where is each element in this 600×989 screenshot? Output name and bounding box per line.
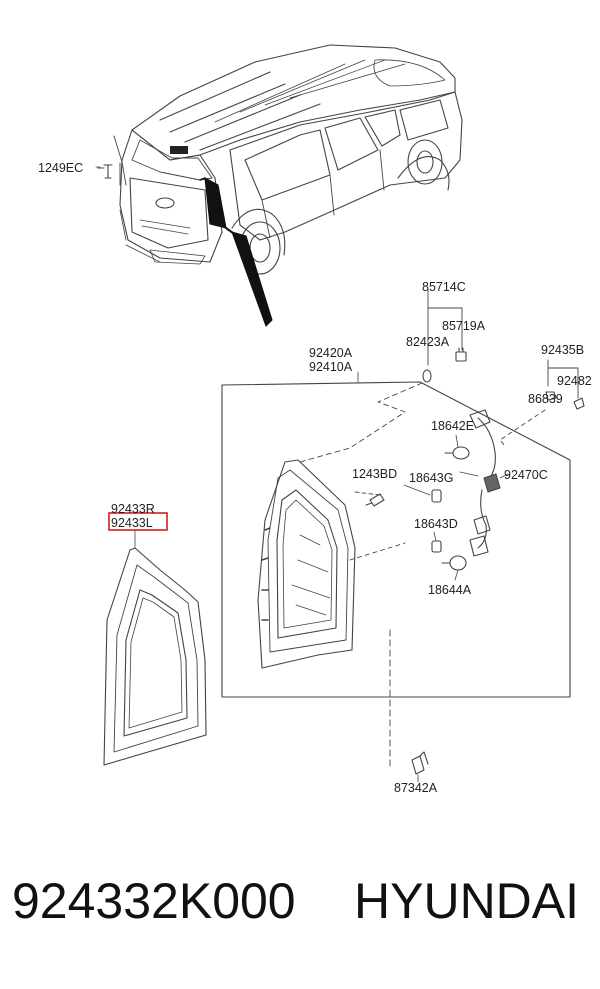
quarter-glass-92433l xyxy=(103,547,207,766)
label-18643d: 18643D xyxy=(414,517,458,531)
label-87342a: 87342A xyxy=(394,781,438,795)
label-82423a: 82423A xyxy=(406,335,450,349)
label-92410a: 92410A xyxy=(309,360,353,374)
bulb-18644a xyxy=(441,555,467,571)
caption: 924332K000 HYUNDAI xyxy=(0,872,600,952)
label-18642e: 18642E xyxy=(431,419,474,433)
label-85714c: 85714C xyxy=(422,280,466,294)
highlight-box xyxy=(108,512,168,531)
label-92435b: 92435B xyxy=(541,343,584,357)
nut-86839 xyxy=(545,391,557,401)
label-85719a: 85719A xyxy=(442,319,486,333)
screw-87342a xyxy=(411,751,429,775)
label-1243bd: 1243BD xyxy=(352,467,397,481)
label-92482: 92482 xyxy=(557,374,592,388)
label-18643g: 18643G xyxy=(409,471,453,485)
brand-name: HYUNDAI xyxy=(354,873,580,929)
car-illustration xyxy=(113,44,463,327)
label-92420a: 92420A xyxy=(309,346,353,360)
tail-lamp-assembly xyxy=(257,459,356,669)
bolt-1243bd xyxy=(365,493,385,507)
label-92433r: 92433R xyxy=(111,502,155,516)
label-86839: 86839 xyxy=(528,392,563,406)
label-1249ec: 1249EC xyxy=(38,161,83,175)
label-18644a: 18644A xyxy=(428,583,472,597)
bolt-1249ec xyxy=(97,164,113,179)
clip-85719a xyxy=(455,347,467,362)
wiring-harness xyxy=(469,409,501,557)
lamp-assembly-frame xyxy=(221,381,571,698)
bulb-18643d xyxy=(431,540,442,553)
grommet-82423a xyxy=(422,369,432,383)
bulb-18643g xyxy=(431,489,442,503)
part-number: 924332K000 xyxy=(12,873,296,929)
bulb-18642e xyxy=(444,446,470,460)
label-92470c: 92470C xyxy=(504,468,548,482)
fastener-92482 xyxy=(573,397,585,410)
label-92433l: 92433L xyxy=(111,516,153,530)
